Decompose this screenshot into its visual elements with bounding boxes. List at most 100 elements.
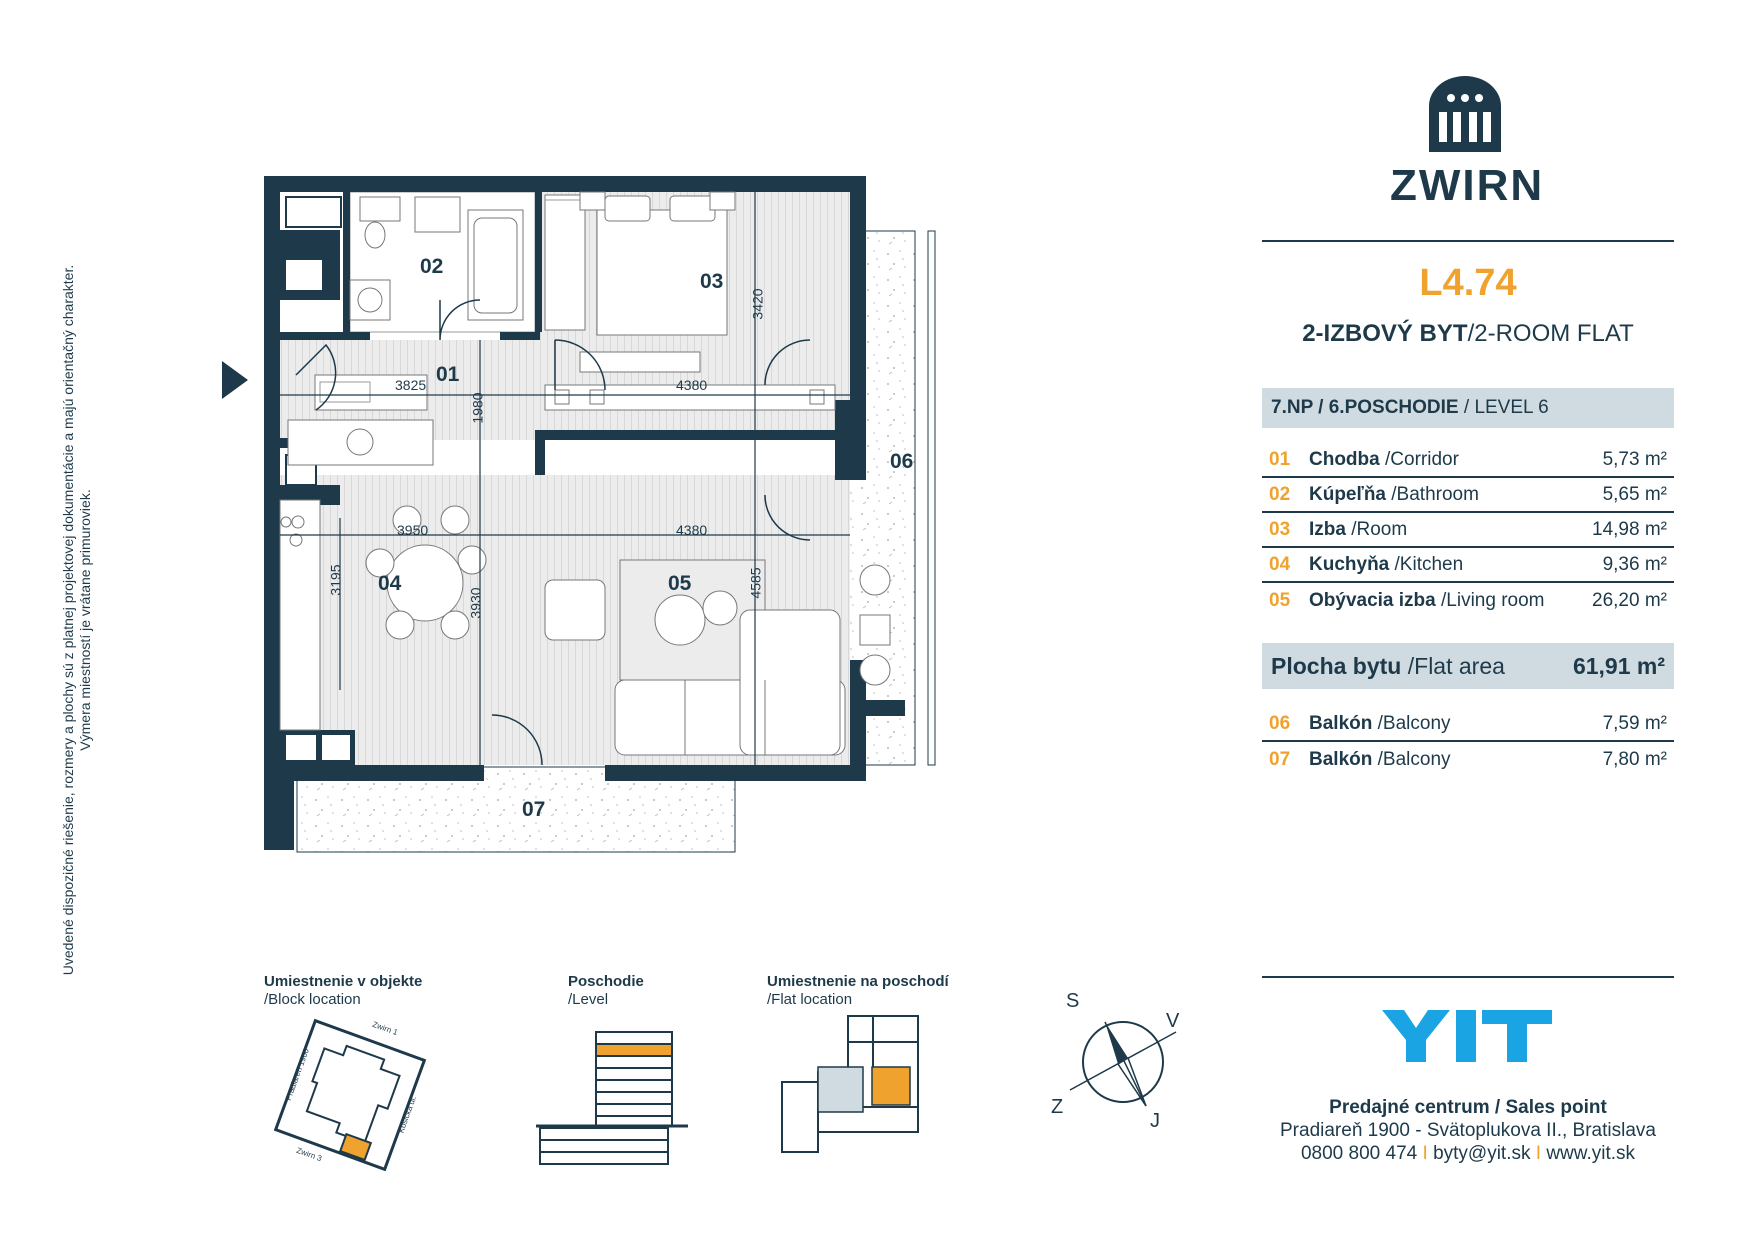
- room-num: 05: [1269, 590, 1291, 611]
- flat-location-caption: Umiestnenie na poschodí /Flat location: [767, 973, 949, 1009]
- compass-south: J: [1150, 1110, 1160, 1132]
- room-name-en: /Corridor: [1379, 449, 1459, 470]
- separator: I: [1530, 1143, 1547, 1164]
- disclaimer-line-1: Uvedené dispozičné riešenie, rozmery a p…: [60, 264, 76, 976]
- level-bar: 7.NP / 6.POSCHODIE / LEVEL 6: [1262, 388, 1674, 428]
- room-label-06: 06: [890, 450, 914, 473]
- sales-point: Predajné centrum / Sales point Pradiareň…: [1262, 1096, 1674, 1165]
- flat-location-sub: /Flat location: [767, 991, 853, 1008]
- dimension-label: 4380: [676, 377, 708, 393]
- level-sk: 7.NP / 6.POSCHODIE: [1271, 397, 1459, 418]
- dimension-label: 3950: [397, 522, 429, 538]
- sales-phone[interactable]: 0800 800 474: [1300, 1143, 1418, 1164]
- room-name-sk: Chodba: [1309, 449, 1380, 470]
- compass-icon: [1069, 1021, 1177, 1107]
- sales-email[interactable]: byty@yit.sk: [1433, 1143, 1531, 1164]
- room-label-03: 03: [700, 270, 724, 293]
- room-name-sk: Kuchyňa: [1309, 554, 1390, 575]
- yit-logo-icon: [1382, 1010, 1552, 1062]
- room-num: 03: [1269, 519, 1291, 540]
- room-label-04: 04: [378, 572, 402, 595]
- room-area: 5,65 m²: [1602, 484, 1667, 505]
- room-area: 7,59 m²: [1602, 713, 1667, 734]
- room-name-en: /Balcony: [1372, 749, 1451, 770]
- room-area: 7,80 m²: [1602, 749, 1667, 770]
- block-location-map: [273, 1018, 427, 1172]
- room-name-en: /Room: [1345, 519, 1408, 540]
- disclaimer-line-2: Výmera miestností je vrátane primuroviek…: [77, 489, 93, 751]
- sales-title: Predajné centrum / Sales point: [1329, 1097, 1607, 1118]
- entrance-arrow-icon: [222, 361, 248, 399]
- zwirn-logo: ZWIRN: [1390, 76, 1545, 211]
- room-name: Kúpeľňa /Bathroom: [1309, 484, 1603, 506]
- compass-north: S: [1066, 990, 1080, 1012]
- sales-address: Pradiareň 1900 - Svätoplukova II., Brati…: [1280, 1120, 1656, 1141]
- disclaimer: Uvedené dispozičné riešenie, rozmery a p…: [60, 250, 94, 990]
- flat-code: L4.74: [1419, 262, 1517, 304]
- room-name-sk: Obývacia izba: [1309, 590, 1436, 611]
- room-name-en: /Balcony: [1372, 713, 1451, 734]
- total-area: 61,91 m²: [1572, 652, 1665, 679]
- divider: [1262, 240, 1674, 242]
- room-label-02: 02: [420, 255, 444, 278]
- room-name: Kuchyňa /Kitchen: [1309, 554, 1603, 576]
- room-name-en: /Living room: [1435, 590, 1545, 611]
- floor-plan: [264, 176, 936, 853]
- room-name: Obývacia izba /Living room: [1309, 590, 1592, 612]
- level-diagram: [536, 1031, 688, 1165]
- dimension-label: 3420: [749, 288, 766, 320]
- level-sub: /Level: [568, 991, 609, 1008]
- dimension-label: 3930: [467, 587, 484, 619]
- room-name-en: /Kitchen: [1389, 554, 1464, 575]
- total-label-sk: Plocha bytu: [1271, 652, 1402, 679]
- total-label-en: /Flat area: [1401, 652, 1505, 679]
- dimension-label: 4380: [676, 522, 708, 538]
- block-location-caption: Umiestnenie v objekte /Block location: [264, 973, 422, 1009]
- flat-type: 2-IZBOVÝ BYT/2-ROOM FLAT: [1262, 320, 1674, 348]
- room-name: Balkón /Balcony: [1309, 749, 1603, 771]
- room-num: 06: [1269, 713, 1291, 734]
- room-name-sk: Balkón: [1309, 749, 1373, 770]
- divider: [1262, 976, 1674, 978]
- room-area: 26,20 m²: [1592, 590, 1667, 611]
- room-name: Balkón /Balcony: [1309, 713, 1603, 735]
- flat-type-en: /2-ROOM FLAT: [1467, 320, 1634, 347]
- zwirn-building-icon: [1429, 76, 1501, 152]
- room-area: 14,98 m²: [1592, 519, 1667, 540]
- room-num: 01: [1269, 449, 1291, 470]
- level-en: / LEVEL 6: [1458, 397, 1549, 418]
- room-name-sk: Izba: [1309, 519, 1346, 540]
- room-label-05: 05: [668, 572, 692, 595]
- dimension-label: 3825: [395, 377, 427, 393]
- room-num: 02: [1269, 484, 1291, 505]
- room-label-01: 01: [436, 363, 460, 386]
- room-name: Izba /Room: [1309, 519, 1592, 541]
- dimension-label: 4585: [747, 567, 764, 599]
- level-title: Poschodie: [568, 973, 644, 990]
- separator: I: [1417, 1143, 1434, 1164]
- room-name-sk: Kúpeľňa: [1309, 484, 1386, 505]
- flat-location-title: Umiestnenie na poschodí: [767, 973, 949, 990]
- flat-location-map: [781, 1015, 919, 1153]
- room-name-sk: Balkón: [1309, 713, 1373, 734]
- sales-web[interactable]: www.yit.sk: [1546, 1143, 1636, 1164]
- sales-contacts: 0800 800 474 I byty@yit.sk I www.yit.sk: [1262, 1142, 1674, 1165]
- brand-name: ZWIRN: [1390, 161, 1545, 210]
- room-name-en: /Bathroom: [1386, 484, 1479, 505]
- total-label: Plocha bytu /Flat area: [1271, 653, 1573, 680]
- block-location-sub: /Block location: [264, 991, 361, 1008]
- dimension-label: 1980: [469, 392, 486, 424]
- room-label-07: 07: [522, 798, 546, 821]
- flat-type-sk: 2-IZBOVÝ BYT: [1302, 320, 1468, 347]
- compass-east: V: [1166, 1010, 1180, 1032]
- dimension-label: 3195: [327, 564, 344, 596]
- compass-west: Z: [1051, 1096, 1064, 1118]
- room-area: 9,36 m²: [1602, 554, 1667, 575]
